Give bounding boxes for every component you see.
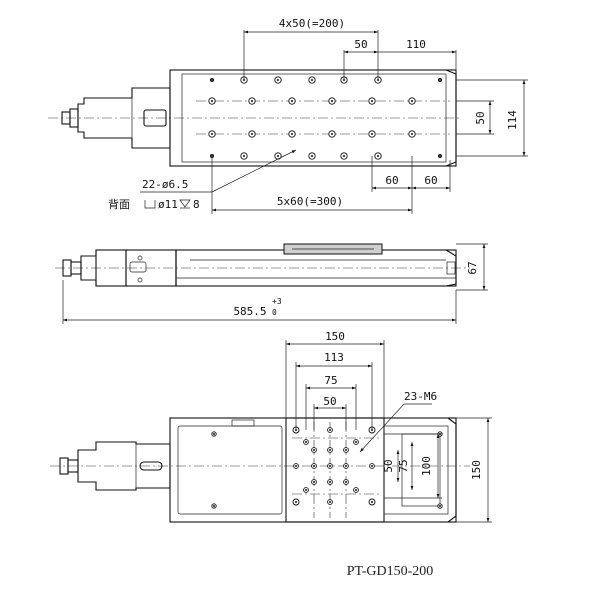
dim-width: 114	[506, 110, 519, 130]
dim-height: 67	[466, 261, 479, 274]
thread-hole-center	[295, 501, 297, 503]
thread-hole-center	[329, 449, 331, 451]
mounting-hole-center	[343, 155, 345, 157]
mounting-hole-center	[371, 100, 373, 102]
thread-hole-center	[371, 465, 373, 467]
dim-150-top: 150	[325, 330, 345, 343]
small-hole-center	[439, 155, 441, 157]
thread-hole-center	[313, 465, 315, 467]
side-view: 67 585.5 +3 0	[55, 243, 488, 324]
dim-bottom-b: 60	[424, 174, 437, 187]
dim-150-right: 150	[470, 460, 483, 480]
thread-hole-center	[355, 489, 357, 491]
thread-hole-center	[355, 441, 357, 443]
mounting-hole-center	[331, 133, 333, 135]
callout-threads: 23-M6	[404, 390, 437, 403]
dim-75-right: 75	[397, 459, 410, 472]
model-number: PT-GD150-200	[347, 564, 434, 579]
mounting-hole-center	[291, 133, 293, 135]
dim-hole-row: 50	[474, 111, 487, 124]
dim-length-tol-upper: +3	[272, 297, 282, 306]
base-hole-center	[213, 505, 215, 507]
thread-hole-center	[329, 429, 331, 431]
thread-hole-center	[305, 489, 307, 491]
mounting-hole-center	[211, 100, 213, 102]
callout-holes: 22-ø6.5	[142, 178, 188, 191]
dim-50-right: 50	[382, 459, 395, 472]
thread-hole-center	[329, 501, 331, 503]
mounting-hole-center	[291, 100, 293, 102]
dim-length: 585.5	[233, 305, 266, 318]
mounting-hole-center	[311, 155, 313, 157]
table-view: 150 113 75 50 23-M6 50 75 100 150	[50, 330, 492, 523]
top-view: 4x50(=200) 50 110 50 114 60 60	[48, 17, 528, 214]
mounting-hole-center	[251, 133, 253, 135]
dim-50-top: 50	[323, 395, 336, 408]
dim-bottom-a: 60	[385, 174, 398, 187]
mounting-hole-center	[251, 100, 253, 102]
dim-length-tol-lower: 0	[272, 308, 277, 317]
thread-hole-center	[345, 449, 347, 451]
thread-hole-center	[295, 465, 297, 467]
mounting-hole-center	[411, 133, 413, 135]
depth-symbol	[179, 199, 191, 208]
dim-bottom-total: 5x60(=300)	[277, 195, 343, 208]
thread-hole-center	[329, 481, 331, 483]
callout-back-value: ø11	[158, 198, 178, 211]
dim-offset: 110	[406, 38, 426, 51]
base-hole-center	[439, 505, 441, 507]
callout-back-depth: 8	[193, 198, 200, 211]
small-hole-center	[211, 79, 213, 81]
mounting-hole-center	[411, 100, 413, 102]
mounting-hole-center	[277, 79, 279, 81]
dim-pitch: 50	[354, 38, 367, 51]
thread-hole-center	[313, 481, 315, 483]
table-carriage	[285, 417, 385, 523]
small-hole-center	[439, 79, 441, 81]
mounting-hole-center	[331, 100, 333, 102]
top-view-body	[169, 69, 457, 167]
thread-hole-center	[313, 449, 315, 451]
mounting-hole-center	[371, 133, 373, 135]
mounting-hole-center	[211, 133, 213, 135]
thread-hole-center	[305, 441, 307, 443]
base-hole-center	[213, 433, 215, 435]
mounting-hole-center	[377, 155, 379, 157]
top-view-dimensions: 4x50(=200) 50 110 50 114 60 60	[108, 17, 528, 214]
mounting-hole-center	[277, 155, 279, 157]
counterbore-symbol	[144, 200, 156, 209]
dim-113: 113	[324, 351, 344, 364]
thread-hole-center	[371, 501, 373, 503]
dim-pitch-total: 4x50(=200)	[279, 17, 345, 30]
callout-back-prefix: 背面	[108, 197, 130, 211]
dim-75-top: 75	[324, 374, 337, 387]
dim-100-right: 100	[420, 456, 433, 476]
thread-hole-center	[329, 465, 331, 467]
mounting-hole-center	[243, 155, 245, 157]
thread-hole-center	[345, 481, 347, 483]
thread-hole-center	[345, 465, 347, 467]
mounting-hole-center	[311, 79, 313, 81]
